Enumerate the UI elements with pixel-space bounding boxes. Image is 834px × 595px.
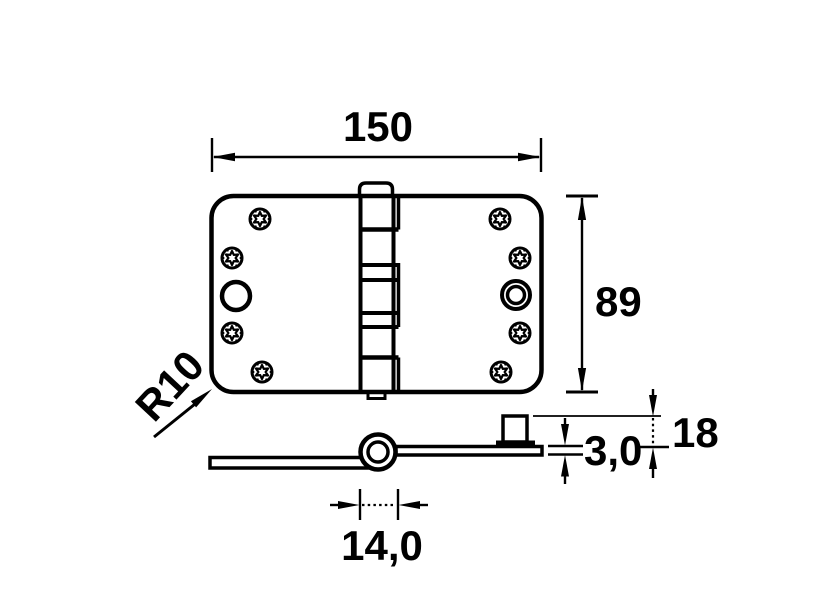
dimension-width-label: 150 [342, 103, 414, 150]
radius-leader-arrow [153, 389, 212, 439]
dim-14-0-lines [330, 489, 428, 520]
side-view-pin-inner [366, 440, 390, 464]
dimension-height-label: 89 [595, 278, 642, 325]
side-view-right-leaf [394, 444, 544, 457]
side-view-left-leaf [208, 455, 372, 470]
torx-screw-icon [250, 360, 274, 384]
torx-screw-icon [220, 246, 244, 270]
torx-screw-icon [508, 246, 532, 270]
side-view [208, 414, 544, 472]
hinge-barrel [358, 197, 401, 400]
left-leaf-holes [219, 207, 274, 384]
plan-view [209, 181, 544, 400]
bushing-hole-inner [505, 284, 527, 306]
dim-3-0-lines [548, 418, 583, 484]
torx-screw-icon [220, 321, 244, 345]
leaf-thickness-label: 3,0 [584, 427, 643, 474]
dim-150-lines [210, 138, 543, 172]
mounting-hole [219, 279, 253, 313]
dim-18-lines [533, 389, 669, 478]
dim-89-lines [566, 194, 598, 394]
pin-bottom-tab [366, 393, 387, 400]
stud-height-label: 18 [672, 409, 719, 456]
knuckle-width-label: 14,0 [341, 522, 423, 569]
dimension-linework [153, 138, 669, 520]
right-leaf-holes [488, 207, 532, 384]
torx-screw-icon [508, 321, 532, 345]
torx-screw-icon [489, 360, 513, 384]
safety-stud [501, 414, 529, 444]
hinge-plate-outline [209, 193, 544, 395]
torx-screw-icon [488, 207, 512, 231]
torx-screw-icon [248, 207, 272, 231]
pin-head-cap [357, 181, 395, 197]
